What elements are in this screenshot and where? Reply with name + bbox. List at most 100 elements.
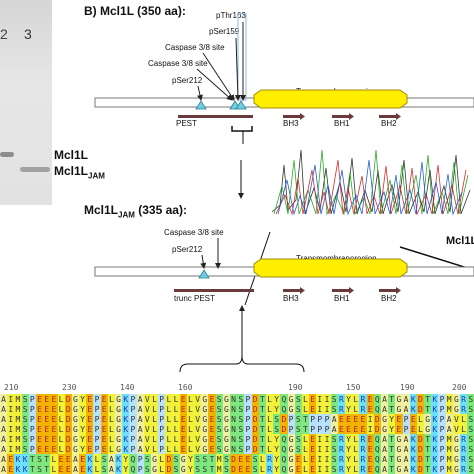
alignment-residue: E — [86, 434, 94, 445]
alignment-residue: N — [230, 434, 238, 445]
alignment-residue: A — [71, 454, 80, 465]
alignment-residue: L — [301, 444, 310, 455]
alignment-residue: L — [150, 424, 159, 435]
alignment-residue: R — [359, 454, 367, 465]
alignment-residue: K — [431, 444, 439, 455]
alignment-residue: P — [129, 424, 137, 435]
alignment-residue: E — [309, 404, 317, 415]
alignment-residue: E — [395, 414, 403, 425]
alignment-residue: T — [388, 404, 396, 415]
bottom-protein-name: Mcl1L — [84, 203, 119, 217]
alignment-residue: Q — [373, 394, 381, 405]
alignment-residue: S — [172, 454, 180, 465]
top-domain-pest-label: PEST — [176, 119, 197, 128]
alignment-residue: A — [0, 414, 8, 425]
alignment-residue: S — [172, 464, 180, 474]
alignment-residue: L — [165, 404, 173, 415]
alignment-residue: L — [352, 434, 360, 445]
alignment-residue: E — [309, 434, 317, 445]
band-label-mcl1l-jam-sub: JAM — [88, 171, 105, 181]
alignment-residue: D — [416, 464, 425, 474]
alignment-residue: Y — [79, 394, 87, 405]
alignment-residue: S — [273, 424, 281, 435]
alignment-residue: R — [359, 434, 367, 445]
bottom-protein-sub: JAM — [118, 210, 135, 220]
alignment-residue: E — [208, 404, 216, 415]
alignment-residue: E — [208, 434, 216, 445]
alignment-residue: E — [179, 394, 187, 405]
alignment-residue: I — [316, 454, 324, 465]
alignment-residue: E — [179, 444, 187, 455]
alignment-residue: T — [388, 394, 396, 405]
alignment-residue: P — [438, 424, 446, 435]
alignment-residue: K — [86, 464, 94, 474]
alignment-residue: P — [158, 434, 166, 445]
alignment-residue: S — [215, 424, 223, 435]
alignment-residue: Y — [388, 414, 396, 425]
bottom-domain-bh2-arrow — [396, 287, 401, 294]
alignment-residue: G — [380, 424, 389, 435]
gel-image — [0, 0, 52, 205]
alignment-residue: A — [136, 444, 144, 455]
alignment-residue: E — [35, 434, 44, 445]
alignment-residue: S — [330, 434, 338, 445]
alignment-residue: E — [64, 454, 72, 465]
alignment-residue: R — [460, 404, 468, 415]
alignment-residue: N — [230, 394, 238, 405]
alignment-residue: P — [158, 444, 166, 455]
alignment-residue: P — [158, 424, 166, 435]
alignment-residue: R — [265, 454, 274, 465]
alignment-residue: L — [107, 434, 115, 445]
alignment-residue: A — [380, 444, 389, 455]
alignment-residue: S — [21, 444, 29, 455]
alignment-residue: M — [445, 394, 453, 405]
alignment-residue: P — [93, 424, 101, 435]
alignment-residue: L — [301, 404, 310, 415]
panel-label-letter: B) — [84, 4, 97, 18]
alignment-residue: L — [265, 414, 274, 425]
alignment-residue: G — [287, 434, 295, 445]
alignment-residue: P — [316, 424, 324, 435]
alignment-residue: S — [294, 434, 302, 445]
alignment-residue: E — [43, 444, 51, 455]
alignment-residue: A — [402, 464, 410, 474]
ruler-tick-0: 210 — [4, 383, 19, 392]
alignment-residue: P — [28, 434, 36, 445]
alignment-residue: G — [150, 464, 159, 474]
alignment-residue: P — [438, 444, 446, 455]
alignment-residue: T — [301, 414, 310, 425]
alignment-residue: I — [323, 464, 331, 474]
alignment-residue: E — [86, 414, 94, 425]
alignment-residue: S — [273, 414, 281, 425]
alignment-residue: Y — [388, 424, 396, 435]
alignment-residue: P — [287, 414, 295, 425]
alignment-residue: E — [35, 404, 44, 415]
alignment-residue: D — [165, 464, 173, 474]
alignment-residue: L — [186, 394, 195, 405]
bottom-site-label-caspase: Caspase 3/8 site — [164, 228, 224, 237]
alignment-residue: E — [50, 394, 58, 405]
alignment-residue: L — [186, 434, 195, 445]
alignment-residue: Y — [79, 444, 87, 455]
alignment-residue: A — [380, 394, 389, 405]
alignment-residue: S — [100, 464, 108, 474]
alignment-residue: R — [460, 434, 468, 445]
alignment-residue: E — [352, 414, 360, 425]
alignment-residue: E — [57, 464, 65, 474]
alignment-residue: K — [431, 394, 439, 405]
alignment-residue: S — [35, 464, 44, 474]
alignment-residue: L — [150, 434, 159, 445]
alignment-residue: V — [143, 394, 151, 405]
alignment-residue: T — [208, 454, 216, 465]
top-domain-bh3-arrow — [300, 113, 305, 120]
bottom-domain-bh2 — [379, 289, 396, 292]
alignment-residue: A — [402, 404, 410, 415]
alignment-residue: P — [438, 414, 446, 425]
alignment-residue: L — [352, 464, 360, 474]
alignment-residue: P — [136, 454, 144, 465]
alignment-residue: S — [467, 434, 474, 445]
alignment-residue: P — [129, 404, 137, 415]
alignment-residue: S — [222, 454, 230, 465]
alignment-residue: L — [57, 404, 65, 415]
alignment-residue: A — [0, 424, 8, 435]
